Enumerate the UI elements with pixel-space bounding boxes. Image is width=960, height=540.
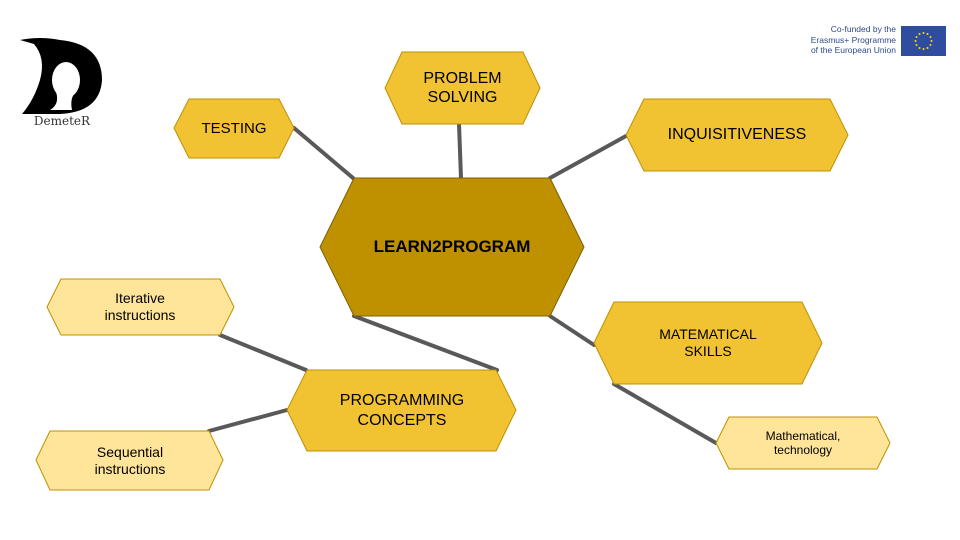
connector-testing xyxy=(292,126,355,180)
node-matematical-skills-label: MATEMATICAL SKILLS xyxy=(659,326,757,359)
node-sequential-label: Sequential instructions xyxy=(94,443,166,477)
hex-testing xyxy=(173,98,295,159)
node-programming-concepts-label: PROGRAMMING CONCEPTS xyxy=(339,392,465,429)
connector-iterative xyxy=(218,333,308,372)
hex-matematical-skills xyxy=(593,301,823,385)
node-math-tech-label: Mathematical, technology xyxy=(765,428,841,457)
eu-flag-icon xyxy=(901,26,946,56)
eu-line-3: of the European Union xyxy=(810,45,896,56)
connector-programming-concepts xyxy=(352,314,499,372)
eu-line-2: Erasmus+ Programme xyxy=(810,34,896,45)
node-problem-solving-label: PROBLEM SOLVING xyxy=(423,69,502,106)
logo-text: DemeteR xyxy=(33,114,91,128)
hex-sequential xyxy=(35,430,224,491)
hex-math-tech xyxy=(715,416,891,470)
demeter-logo xyxy=(20,38,102,114)
hex-inquisitiveness xyxy=(625,98,849,172)
connector-matematical-skills xyxy=(548,314,596,347)
eu-line-1: Co-funded by the xyxy=(830,24,896,34)
node-inquisitiveness-label: INQUISITIVENESS xyxy=(667,126,807,144)
hex-iterative xyxy=(46,278,235,336)
hex-center xyxy=(319,177,585,317)
connector-math-tech xyxy=(612,382,718,445)
connector-inquisitiveness xyxy=(548,134,628,180)
node-center-label: LEARN2PROGRAM xyxy=(373,236,531,256)
hex-programming-concepts xyxy=(286,369,517,452)
connector-sequential xyxy=(207,408,289,433)
connector-problem-solving xyxy=(457,122,463,180)
node-testing-label: TESTING xyxy=(201,119,267,137)
node-iterative-label: Iterative instructions xyxy=(104,290,176,323)
eu-cofunded-text: Co-funded by the Erasmus+ Programme of t… xyxy=(800,24,896,56)
hex-problem-solving xyxy=(384,51,541,125)
